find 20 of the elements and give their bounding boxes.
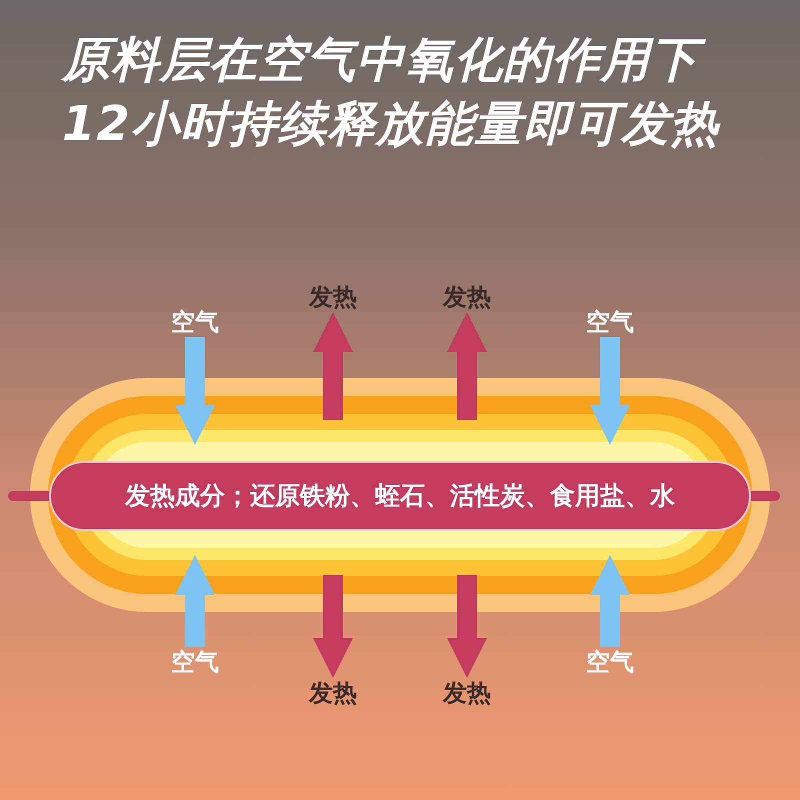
arrow [590, 555, 630, 647]
arrow [590, 337, 630, 445]
arrow-label: 发热 [427, 282, 507, 312]
arrow-label: 空气 [155, 647, 235, 677]
arrow-label: 空气 [155, 307, 235, 337]
arrow [313, 575, 353, 678]
arrow-label: 发热 [293, 678, 373, 708]
arrow-label: 空气 [570, 307, 650, 337]
arrow-label: 发热 [293, 282, 373, 312]
arrow-label: 空气 [570, 647, 650, 677]
heat-pack-drawing [8, 375, 780, 615]
ingredient-bar [8, 462, 780, 530]
ingredient-text: 发热成分；还原铁粉、蛭石、活性炭、食用盐、水 [124, 480, 676, 512]
arrow-label: 发热 [427, 678, 507, 708]
arrow [175, 555, 215, 647]
title: 原料层在空气中氧化的作用下12小时持续释放能量即可发热 [62, 31, 722, 154]
arrow [447, 575, 487, 678]
arrow [175, 337, 215, 445]
arrow [313, 312, 353, 420]
arrow [447, 312, 487, 420]
